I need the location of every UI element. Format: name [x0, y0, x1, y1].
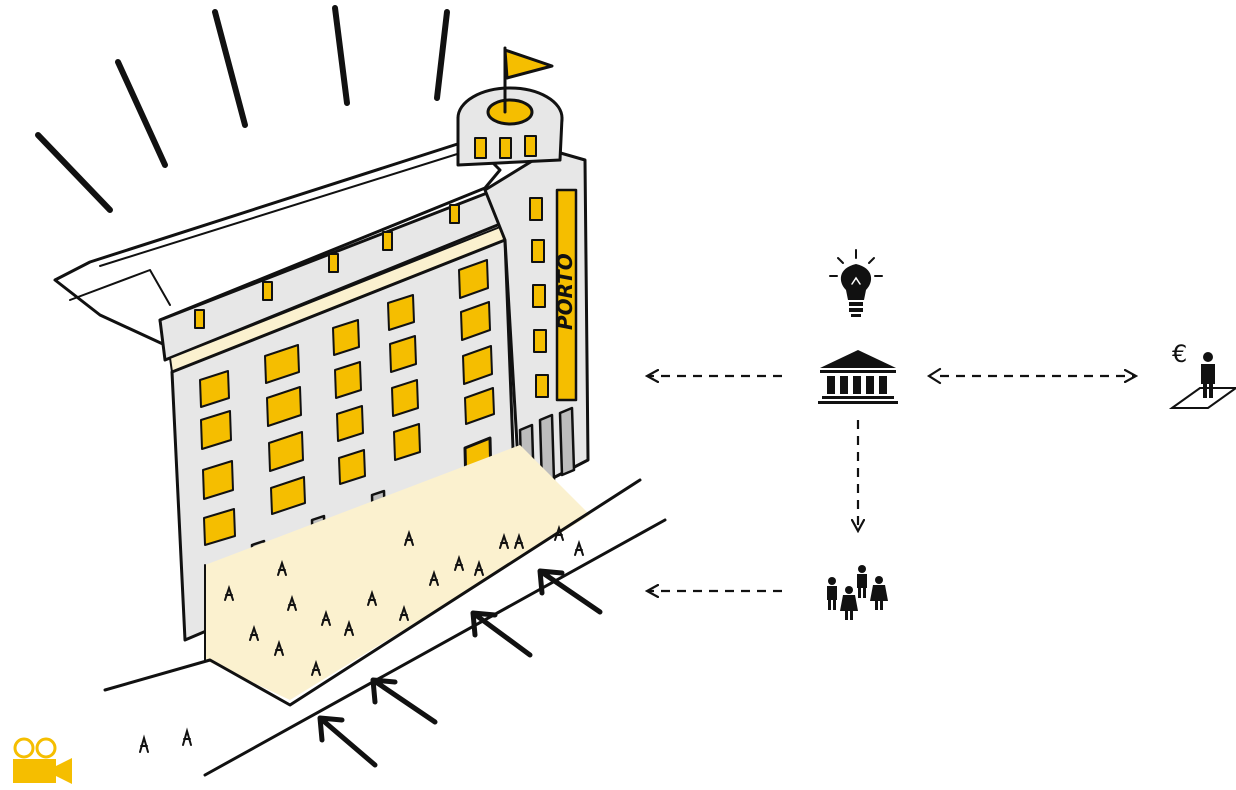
building-roof	[53, 138, 502, 347]
institution-icon	[818, 350, 898, 404]
facade-windows	[199, 259, 495, 546]
approach-arrow	[470, 610, 533, 658]
video-camera-icon	[13, 737, 72, 784]
people-group-icon	[827, 565, 888, 620]
sketched-people	[139, 524, 584, 753]
building-sketch: PORTO	[35, 5, 667, 777]
approach-arrow	[537, 568, 603, 615]
relationship-diagram: €	[648, 249, 1236, 620]
investor-icon: €	[1168, 340, 1236, 409]
flag	[503, 48, 554, 80]
lightbulb-icon	[829, 249, 883, 317]
sign-text: PORTO	[553, 253, 577, 330]
approach-arrow	[370, 677, 438, 725]
arrow-head-left-investor	[926, 367, 942, 385]
euro-symbol: €	[1172, 340, 1187, 368]
vertical-sign: PORTO	[553, 188, 578, 402]
approach-arrow	[317, 715, 378, 768]
approach-arrows	[317, 568, 603, 768]
radiating-lines	[35, 5, 450, 213]
plaza	[205, 445, 590, 700]
